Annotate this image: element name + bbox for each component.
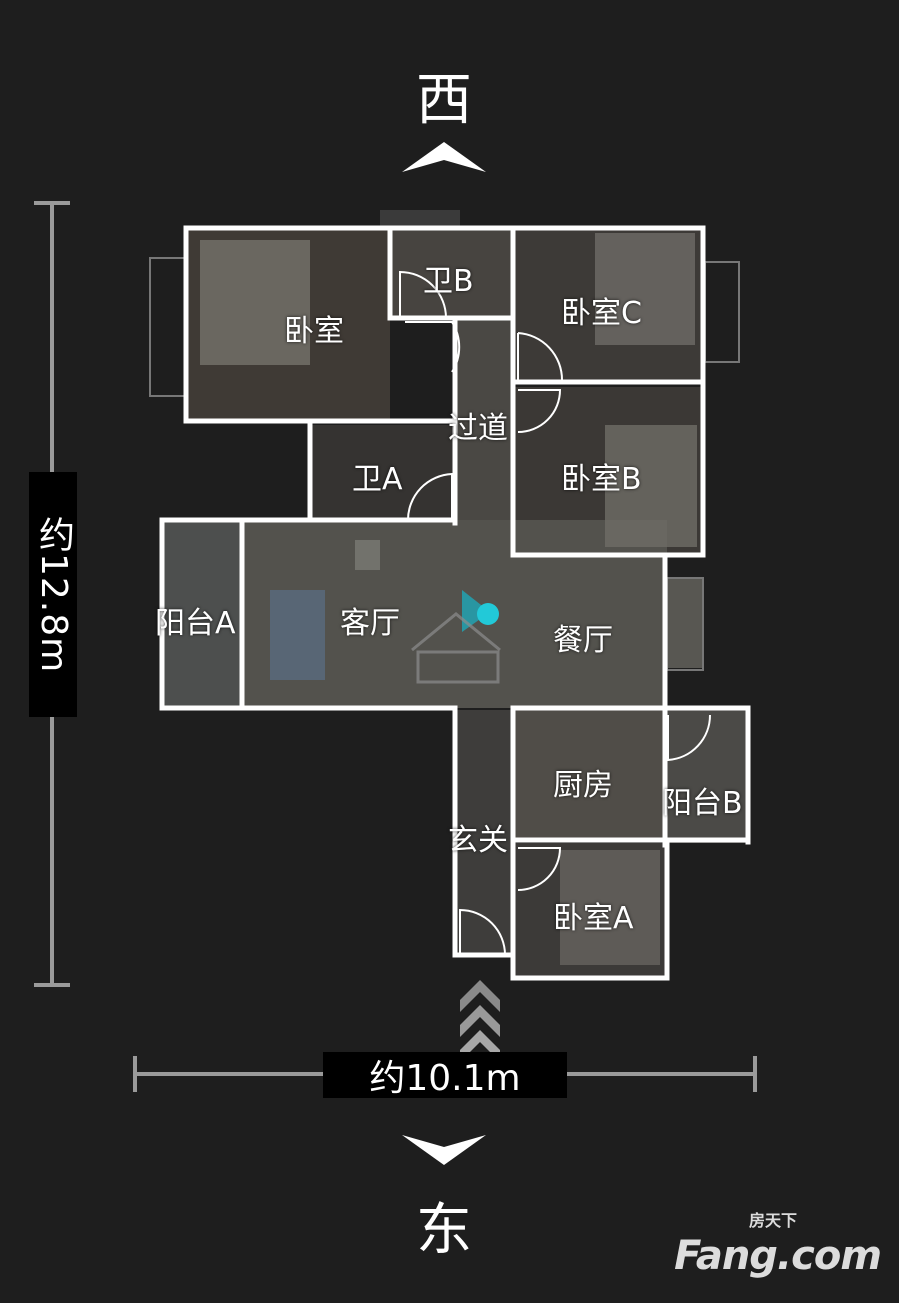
width-dimension-label: 约10.1m [323, 1052, 567, 1099]
walls [159, 225, 751, 981]
room-label-balcony-b: 阳台B [662, 786, 743, 821]
room-label-entrance: 玄关 [448, 823, 508, 858]
west-arrow-icon [402, 142, 486, 172]
room-label-bedroom-a: 卧室A [553, 901, 634, 936]
height-dimension-label: 约12.8m [29, 472, 77, 717]
east-arrow-icon [402, 1135, 486, 1165]
room-label-corridor: 过道 [448, 411, 508, 446]
room-label-bedroom-c: 卧室C [561, 296, 642, 331]
room-label-dining-room: 餐厅 [553, 623, 613, 658]
west-compass-label: 西 [416, 68, 472, 133]
room-floors [149, 210, 749, 976]
viewpoint-marker-icon [462, 590, 499, 632]
brand-watermark-logo: Fang.com [674, 1233, 882, 1279]
room-label-living-room: 客厅 [340, 606, 400, 641]
room-label-master-bedroom: 卧室 [284, 314, 344, 349]
door-swings [399, 270, 712, 956]
house-watermark-icon [411, 612, 501, 684]
brand-watermark-cn: 房天下 [748, 1211, 797, 1230]
room-label-bath-a: 卫A [352, 462, 403, 497]
room-label-balcony-a: 阳台A [155, 606, 236, 641]
room-label-bedroom-b: 卧室B [561, 462, 642, 497]
room-label-bath-b: 卫B [423, 264, 474, 299]
east-compass-label: 东 [416, 1198, 472, 1263]
room-label-kitchen: 厨房 [553, 768, 613, 803]
